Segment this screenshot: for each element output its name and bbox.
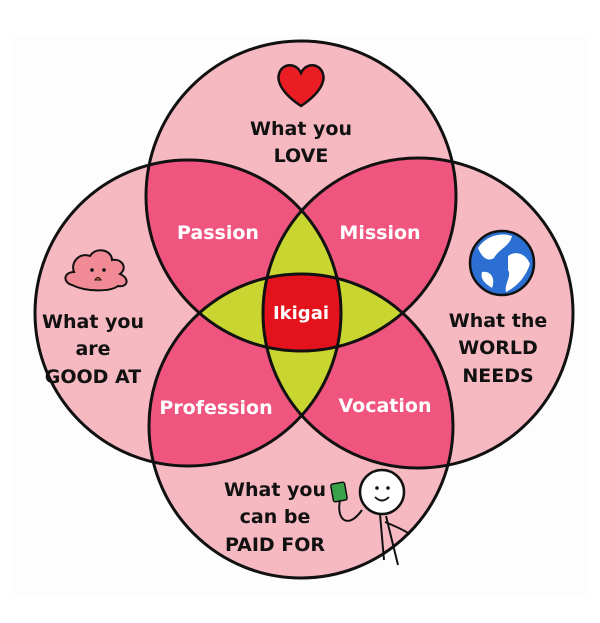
world-needs-label-line3: NEEDS — [462, 365, 533, 387]
good-at-label-line3: GOOD AT — [45, 366, 142, 388]
good-at-label-line2: are — [75, 338, 110, 360]
love-label-line1: What you — [250, 118, 352, 140]
blob-character-icon — [64, 249, 128, 292]
mission-label: Mission — [339, 222, 420, 244]
ikigai-label: Ikigai — [273, 303, 329, 324]
love-label-line2: LOVE — [274, 145, 329, 167]
paid-for-label-line2: can be — [240, 506, 311, 528]
profession-label: Profession — [159, 397, 272, 419]
stick-figure-money-icon — [330, 468, 411, 566]
paid-for-label-line1: What you — [224, 479, 326, 501]
world-needs-label-line2: WORLD — [458, 337, 538, 359]
world-needs-label-line1: What the — [449, 310, 548, 332]
passion-label: Passion — [177, 222, 259, 244]
globe-icon — [468, 229, 536, 297]
paid-for-label-line3: PAID FOR — [225, 534, 325, 556]
vocation-label: Vocation — [339, 395, 432, 417]
heart-icon — [277, 64, 325, 108]
good-at-label-line1: What you — [42, 311, 144, 333]
